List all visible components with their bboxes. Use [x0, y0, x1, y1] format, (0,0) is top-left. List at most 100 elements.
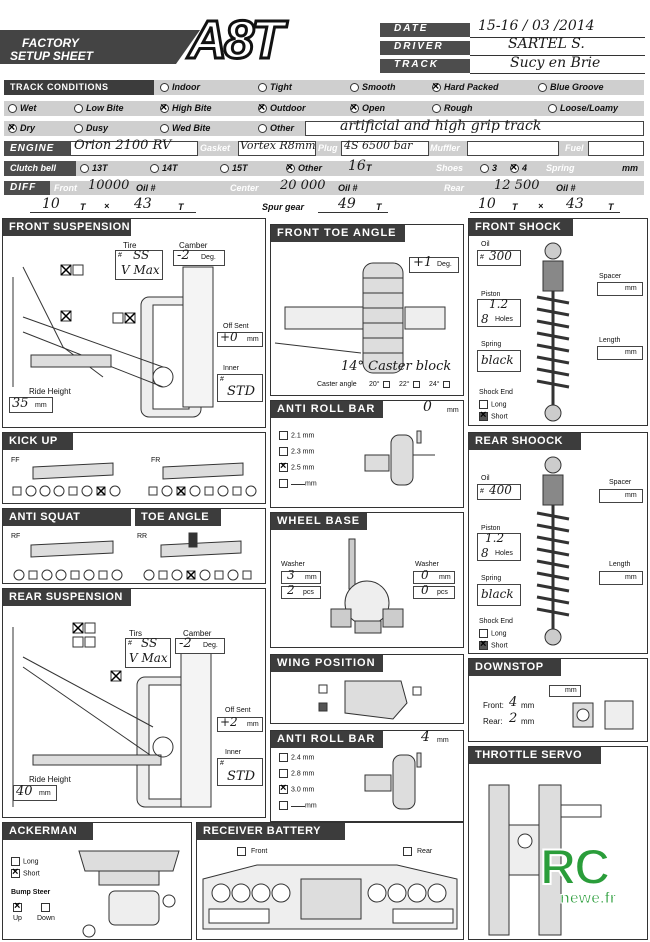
rsh-end-short[interactable]: Short	[479, 638, 508, 650]
tc-dusy-radio[interactable]	[74, 124, 83, 134]
rs-camber-field[interactable]	[175, 638, 225, 654]
tc-high-bite-radio[interactable]	[160, 100, 169, 114]
tc-indoor-radio[interactable]	[160, 83, 169, 93]
receiver-front-box[interactable]	[237, 847, 246, 856]
tc-dusy[interactable]: Dusy	[74, 123, 108, 134]
tc-open-radio[interactable]	[350, 100, 359, 114]
tc-smooth[interactable]: Smooth	[350, 82, 396, 93]
watermark-site: newe.fr	[559, 890, 617, 908]
rsh-spring-field[interactable]	[477, 584, 521, 606]
tc-wet[interactable]: Wet	[8, 103, 36, 114]
rsh-end-long[interactable]: Long	[479, 629, 507, 638]
clutch-13t[interactable]: 13T	[80, 163, 108, 174]
tc-outdoor-radio[interactable]	[258, 100, 267, 114]
tc-indoor[interactable]: Indoor	[160, 82, 200, 93]
tc-wed-bite-radio[interactable]	[160, 124, 169, 134]
wb-left-mm-field[interactable]	[281, 571, 321, 584]
tc-dry[interactable]: Dry	[8, 120, 35, 134]
fsh-length-field[interactable]	[597, 346, 643, 360]
fsh-oil-field[interactable]	[477, 250, 521, 266]
tc-low-bite-radio[interactable]	[74, 104, 83, 114]
tc-other[interactable]: Other	[258, 123, 294, 134]
engine-field[interactable]	[70, 141, 198, 156]
fs-inner-field[interactable]	[217, 374, 263, 402]
arr-opt4[interactable]: mm	[279, 801, 317, 810]
rsh-length-field[interactable]	[599, 571, 643, 585]
tc-wed-bite[interactable]: Wed Bite	[160, 123, 210, 134]
wb-left-pcs-field[interactable]	[281, 586, 321, 599]
front-x: ×	[104, 201, 110, 211]
caster-20-box[interactable]	[383, 381, 390, 388]
tc-smooth-radio[interactable]	[350, 83, 359, 93]
receiver-rear-box[interactable]	[403, 847, 412, 856]
arr-opt2[interactable]: 2.8 mm	[279, 769, 314, 778]
tc-wet-radio[interactable]	[8, 104, 17, 114]
fs-ride-field[interactable]	[9, 397, 53, 413]
arf-opt1[interactable]: 2.1 mm	[279, 431, 314, 440]
tc-blue-groove-radio[interactable]	[538, 83, 547, 93]
rs-tire-field[interactable]	[125, 638, 171, 668]
downstop-top-field[interactable]	[549, 685, 581, 697]
wb-right-pcs-field[interactable]	[413, 586, 455, 599]
arf-opt4[interactable]: mm	[279, 479, 317, 488]
rsh-spacer-field[interactable]	[599, 489, 643, 503]
tc-low-bite[interactable]: Low Bite	[74, 103, 124, 114]
tc-tight-radio[interactable]	[258, 83, 267, 93]
rsh-long-box[interactable]	[479, 629, 488, 638]
muffler-field[interactable]	[467, 141, 559, 156]
tc-rough-radio[interactable]	[432, 104, 441, 114]
front-toe-field[interactable]	[409, 257, 459, 273]
tc-outdoor[interactable]: Outdoor	[258, 100, 306, 114]
arr-opt3[interactable]: 3.0 mm	[279, 782, 314, 794]
fsh-short-box[interactable]	[479, 409, 488, 421]
fs-tire-field[interactable]	[115, 250, 163, 280]
clutch-other[interactable]: Other	[286, 160, 322, 174]
ack-short[interactable]: Short	[11, 866, 40, 878]
rsh-oil-field[interactable]	[477, 484, 521, 500]
caster-22-box[interactable]	[413, 381, 420, 388]
tc-dry-radio[interactable]	[8, 120, 17, 134]
tc-tight[interactable]: Tight	[258, 82, 292, 93]
shoes-4[interactable]: 4	[510, 160, 527, 174]
rs-inner-field[interactable]	[217, 758, 263, 786]
rs-ride-field[interactable]	[13, 785, 57, 801]
arf-opt3[interactable]: 2.5 mm	[279, 460, 314, 472]
tc-loose-loamy[interactable]: Loose/Loamy	[548, 103, 618, 114]
clutch-14t[interactable]: 14T	[150, 163, 178, 174]
tc-open[interactable]: Open	[350, 100, 385, 114]
tc-hard-packed[interactable]: Hard Packed	[432, 79, 499, 93]
tc-rough[interactable]: Rough	[432, 103, 473, 114]
ack-up-box[interactable]	[13, 900, 22, 912]
tc-blue-groove[interactable]: Blue Groove	[538, 82, 604, 93]
shoes-3[interactable]: 3	[480, 163, 497, 174]
gasket-field[interactable]	[238, 141, 316, 156]
tc-loose-radio[interactable]	[548, 104, 557, 114]
rsh-short-box[interactable]	[479, 638, 488, 650]
rs-offsent-field[interactable]	[217, 717, 263, 732]
fsh-long-box[interactable]	[479, 400, 488, 409]
caster-24[interactable]: 24°	[429, 381, 440, 388]
clutch-15t[interactable]: 15T	[220, 163, 248, 174]
fsh-end-long[interactable]: Long	[479, 400, 507, 409]
ack-down-box[interactable]	[41, 903, 50, 912]
fsh-spring-field[interactable]	[477, 350, 521, 372]
fsh-spacer-field[interactable]	[597, 282, 643, 296]
fsh-piston-field[interactable]	[477, 299, 521, 327]
tc-other-radio[interactable]	[258, 124, 267, 134]
arr-opt1[interactable]: 2.4 mm	[279, 753, 314, 762]
ack-long[interactable]: Long	[11, 857, 39, 866]
tc-other-field[interactable]	[305, 121, 644, 136]
fs-camber-field[interactable]	[173, 250, 225, 266]
wb-right-mm-field[interactable]	[413, 571, 455, 584]
tc-hard-packed-radio[interactable]	[432, 79, 441, 93]
fsh-end-short[interactable]: Short	[479, 409, 508, 421]
plug-field[interactable]	[341, 141, 429, 156]
rsh-piston-field[interactable]	[477, 533, 521, 561]
caster-22[interactable]: 22°	[399, 381, 410, 388]
tc-high-bite[interactable]: High Bite	[160, 100, 212, 114]
fs-offsent-field[interactable]	[217, 332, 263, 347]
fuel-field[interactable]	[588, 141, 644, 156]
caster-24-box[interactable]	[443, 381, 450, 388]
caster-20[interactable]: 20°	[369, 381, 380, 388]
arf-opt2[interactable]: 2.3 mm	[279, 447, 314, 456]
